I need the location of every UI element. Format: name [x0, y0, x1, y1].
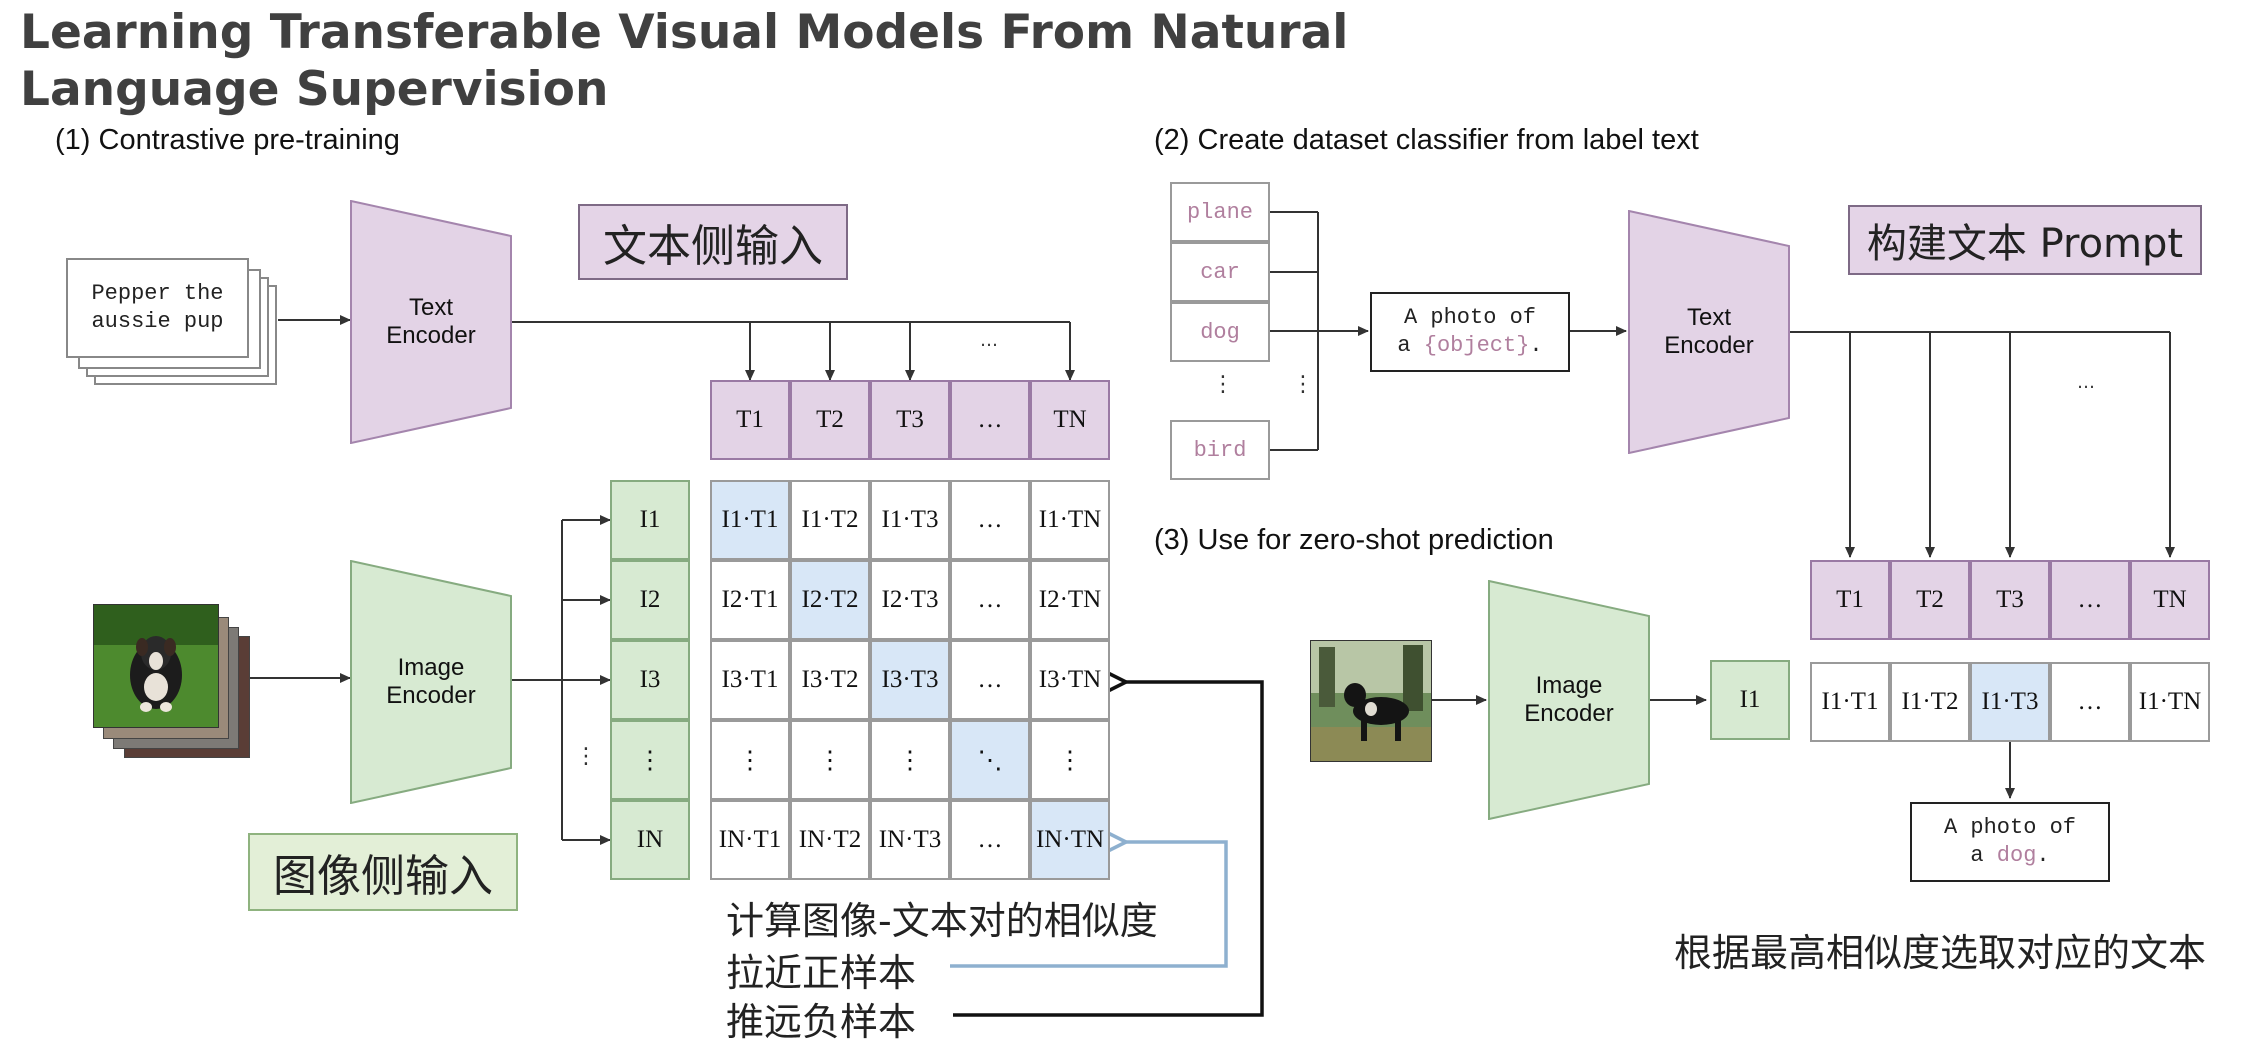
dog-image — [1310, 640, 1432, 762]
matrix-cell: I3·TN — [1030, 640, 1110, 720]
prompt-label: 构建文本 Prompt — [1848, 205, 2202, 275]
matrix-cell: I1·TN — [1030, 480, 1110, 560]
matrix-cell: I2·T1 — [710, 560, 790, 640]
class-label-item: car — [1170, 242, 1270, 302]
result-suffix: . — [2036, 843, 2050, 868]
template-object: {object} — [1423, 333, 1530, 358]
text-embedding-cell: … — [950, 380, 1030, 460]
note-select-highest: 根据最高相似度选取对应的文本 — [1674, 931, 2207, 975]
matrix-cell: I2·T3 — [870, 560, 950, 640]
matrix-cell: I1·T2 — [790, 480, 870, 560]
note-negative: 推远负样本 — [726, 1000, 917, 1044]
matrix-cell: IN·T3 — [870, 800, 950, 880]
result-object: dog — [1996, 843, 2037, 868]
image-embedding-cell: IN — [610, 800, 690, 880]
caption-line: aussie pup — [91, 309, 224, 334]
page-title: Learning Transferable Visual Models From… — [20, 5, 1349, 117]
score-cell: … — [2050, 662, 2130, 742]
text-embedding-cell: T2 — [790, 380, 870, 460]
template-prefix: a — [1397, 333, 1424, 358]
class-list-ellipsis: ⋮ — [1292, 372, 1314, 397]
matrix-cell: I2·TN — [1030, 560, 1110, 640]
class-label-item: bird — [1170, 420, 1270, 480]
image-encoder-line: Image — [1535, 672, 1603, 699]
matrix-cell: I2·T2 — [790, 560, 870, 640]
text-input-label: 文本侧输入 — [578, 204, 848, 280]
score-cell: I1·T3 — [1970, 662, 2050, 742]
result-prefix: a — [1970, 843, 1997, 868]
section-contrastive-pretraining: (1) Contrastive pre-training — [55, 124, 400, 156]
template-suffix: . — [1529, 333, 1543, 358]
text-encoder-line: Encoder — [386, 322, 476, 349]
class-list-ellipsis: ⋮ — [1212, 372, 1234, 397]
text-embedding-cell: T3 — [870, 380, 950, 460]
caption-card: Pepper the aussie pup — [66, 258, 249, 358]
matrix-cell: I3·T2 — [790, 640, 870, 720]
text-encoder-line: Text — [1686, 304, 1731, 331]
template-line: a {object}. — [1397, 332, 1542, 360]
image-embedding-cell: I1 — [610, 480, 690, 560]
matrix-cell: I3·T1 — [710, 640, 790, 720]
image-encoder-line: Encoder — [1524, 700, 1614, 727]
image-embedding-cell: I3 — [610, 640, 690, 720]
matrix-cell: IN·TN — [1030, 800, 1110, 880]
score-cell: I1·T1 — [1810, 662, 1890, 742]
image-embedding-cell: I2 — [610, 560, 690, 640]
matrix-cell: ⋮ — [710, 720, 790, 800]
text-encoder-line: Encoder — [1664, 332, 1754, 359]
prediction-result: A photo of a dog. — [1910, 802, 2110, 882]
note-similarity: 计算图像-文本对的相似度 — [726, 899, 1158, 943]
result-line: A photo of — [1943, 815, 2077, 840]
score-cell: I1·T2 — [1890, 662, 1970, 742]
text-encoder-line: Text — [408, 294, 453, 321]
matrix-cell: IN·T2 — [790, 800, 870, 880]
matrix-cell: … — [950, 640, 1030, 720]
matrix-cell: … — [950, 480, 1030, 560]
matrix-cell: I1·T1 — [710, 480, 790, 560]
matrix-cell: ⋮ — [870, 720, 950, 800]
arrow-ellipsis: … — [2077, 372, 2095, 393]
matrix-cell: ⋮ — [790, 720, 870, 800]
class-label-item: dog — [1170, 302, 1270, 362]
template-line: A photo of — [1403, 305, 1537, 330]
image-encoder-line: Image — [397, 654, 465, 681]
text-embedding-cell: T2 — [1890, 560, 1970, 640]
text-embedding-cell: TN — [2130, 560, 2210, 640]
text-embedding-cell: T1 — [1810, 560, 1890, 640]
section-zero-shot: (3) Use for zero-shot prediction — [1154, 524, 1554, 556]
matrix-cell: I3·T3 — [870, 640, 950, 720]
arrow-ellipsis: … — [980, 330, 998, 351]
prompt-template: A photo of a {object}. — [1370, 292, 1570, 372]
image-encoder-line: Encoder — [386, 682, 476, 709]
score-cell: I1·TN — [2130, 662, 2210, 742]
matrix-cell: … — [950, 560, 1030, 640]
section-dataset-classifier: (2) Create dataset classifier from label… — [1154, 124, 1699, 156]
text-embedding-cell: T3 — [1970, 560, 2050, 640]
caption-line: Pepper the — [91, 281, 224, 306]
text-embedding-cell: … — [2050, 560, 2130, 640]
note-positive: 拉近正样本 — [726, 951, 917, 995]
matrix-cell: … — [950, 800, 1030, 880]
matrix-cell: I1·T3 — [870, 480, 950, 560]
image-embedding-cell: ⋮ — [610, 720, 690, 800]
text-embedding-cell: T1 — [710, 380, 790, 460]
fanout-ellipsis: ⋮ — [575, 744, 597, 769]
matrix-cell: ⋱ — [950, 720, 1030, 800]
text-embedding-cell: TN — [1030, 380, 1110, 460]
result-line: a dog. — [1970, 842, 2049, 870]
matrix-cell: ⋮ — [1030, 720, 1110, 800]
matrix-cell: IN·T1 — [710, 800, 790, 880]
image-embedding-cell: I1 — [1710, 660, 1790, 740]
class-label-item: plane — [1170, 182, 1270, 242]
puppy-image — [93, 604, 219, 728]
image-input-label: 图像侧输入 — [248, 833, 518, 911]
